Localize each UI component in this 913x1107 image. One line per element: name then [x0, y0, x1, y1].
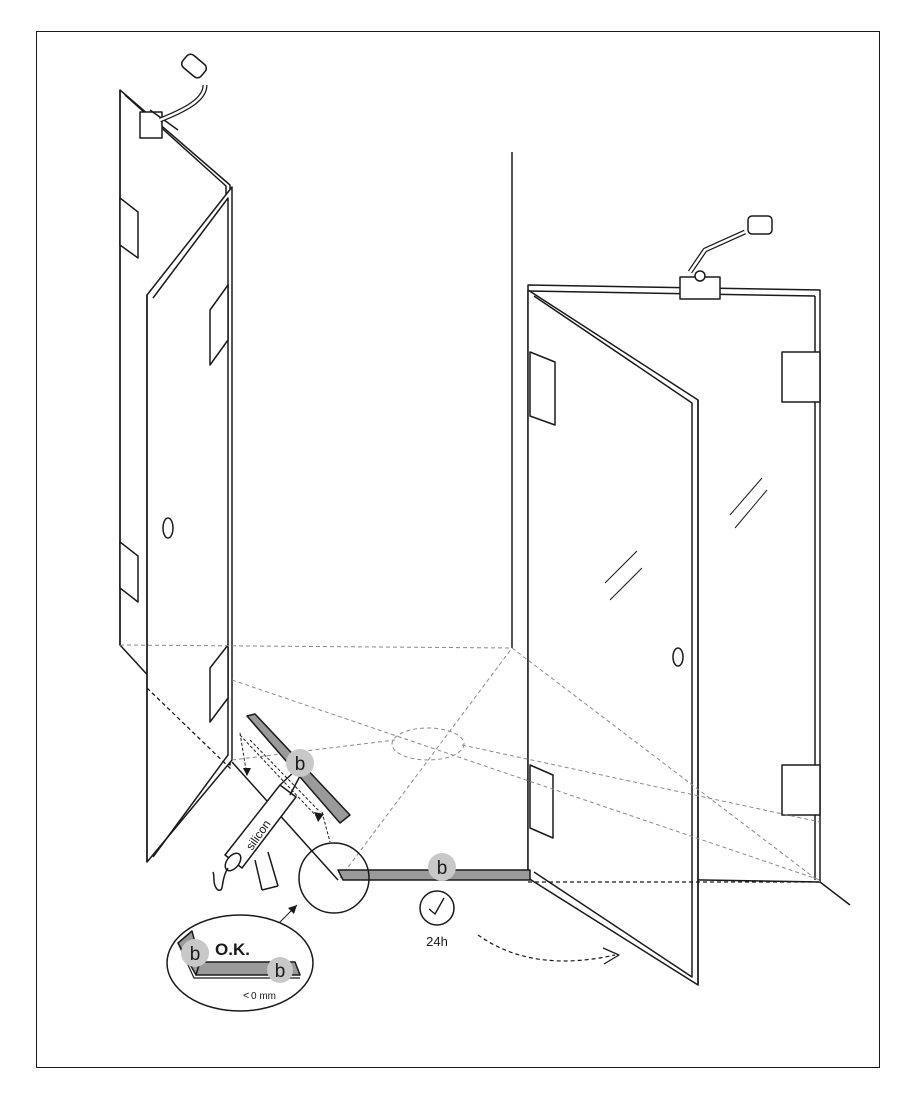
svg-text:b: b — [295, 754, 306, 775]
left-panel-bracket-top — [119, 197, 139, 259]
glass-reflection-marks — [604, 477, 768, 601]
left-door-hinge-bottom — [209, 644, 229, 723]
right-door-panel — [527, 289, 699, 986]
floor-guide-lines — [119, 644, 821, 883]
gap-symbol: < — [243, 990, 249, 1002]
left-door-panel — [146, 186, 233, 863]
floor-edge-lines — [146, 687, 820, 883]
floor-edge-solid — [231, 761, 339, 881]
rotation-arrow-icon — [477, 934, 616, 962]
svg-text:b: b — [275, 961, 286, 982]
badge-b-installed: b — [428, 853, 456, 881]
shower-head-icon — [679, 215, 773, 300]
right-panel-bracket-top — [781, 351, 821, 403]
svg-text:b: b — [437, 858, 448, 879]
left-panel-bracket-bottom — [119, 541, 139, 603]
right-door-knob — [672, 647, 684, 667]
right-panel-bracket-bottom — [781, 764, 821, 816]
badge-b-detail-vertical: b — [181, 939, 209, 967]
detail-magnifier-icon — [298, 842, 370, 914]
badge-b-loose: b — [286, 749, 314, 777]
cure-time-label: 24h — [426, 934, 448, 949]
svg-text:b: b — [190, 944, 201, 965]
clock-icon — [419, 890, 455, 926]
left-door-knob — [162, 517, 174, 539]
gap-label: 0 mm — [251, 991, 276, 1002]
badge-b-detail-horizontal: b — [267, 957, 293, 983]
ok-label: O.K. — [215, 940, 250, 959]
silicone-gun-icon — [212, 769, 301, 891]
shower-head-icon — [139, 53, 208, 139]
right-door-hinge-top — [529, 351, 556, 426]
left-door-hinge-top — [209, 284, 229, 366]
illustration-frame — [36, 31, 880, 1068]
floor-corner-edge — [819, 881, 851, 906]
right-door-hinge-bottom — [529, 764, 554, 839]
